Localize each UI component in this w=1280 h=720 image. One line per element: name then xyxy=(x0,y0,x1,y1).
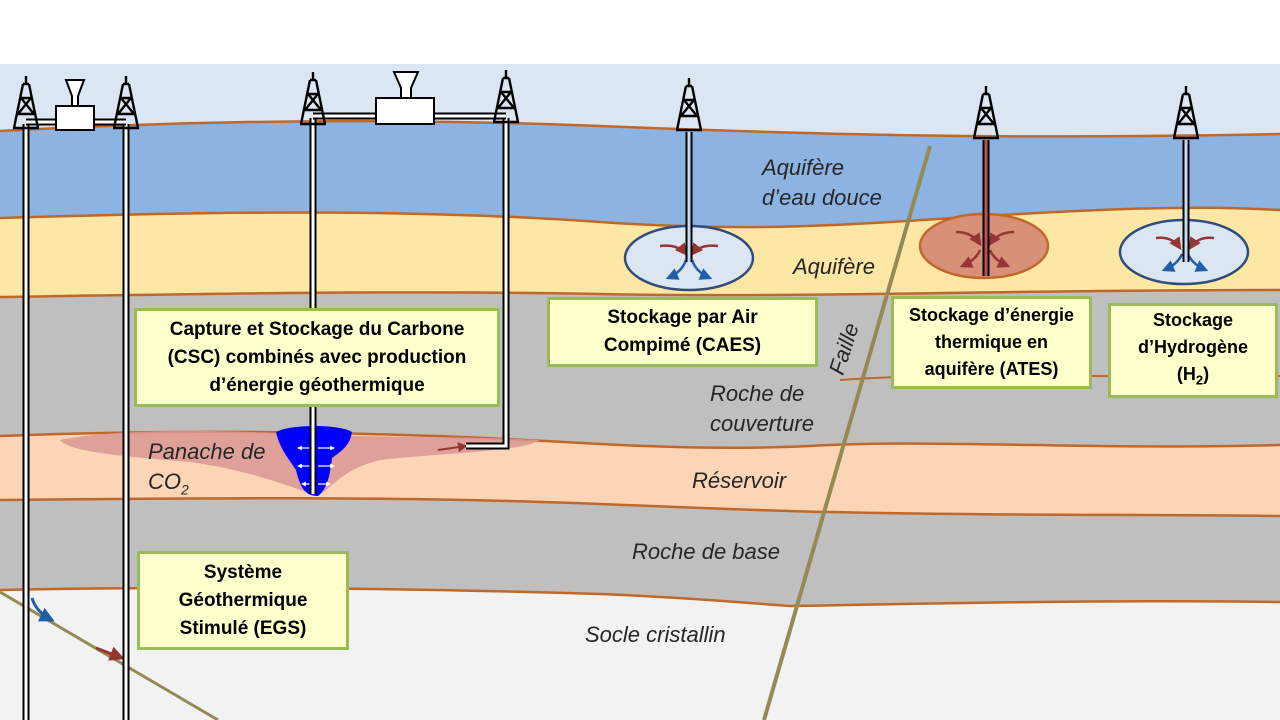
freshwater-aquifer-layer xyxy=(0,121,1280,240)
hydrogen-label-close: ) xyxy=(1203,364,1210,385)
ates-label-text: Stockage d’énergie thermique en aquifère… xyxy=(908,305,1075,379)
egs-label-text: Système Géothermique Stimulé (EGS) xyxy=(178,561,308,639)
egs-surface-plant xyxy=(55,79,95,131)
ates-label-box: Stockage d’énergie thermique en aquifère… xyxy=(891,296,1092,389)
ates-flow-arrows xyxy=(955,230,1015,268)
ccs-label-text: Capture et Stockage du Carbone (CSC) com… xyxy=(167,318,467,396)
reservoir-label: Réservoir xyxy=(692,468,787,493)
hydrogen-label-subscript: 2 xyxy=(1195,372,1204,388)
hydrogen-label-box: Stockage d’Hydrogène (H2) xyxy=(1108,303,1278,398)
aquifer-label: Aquifère xyxy=(793,254,875,279)
co2-formula: CO xyxy=(148,469,181,494)
freshwater-aquifer-label-line2: d’eau douce xyxy=(762,185,882,210)
caes-label-text: Stockage par Air Compimé (CAES) xyxy=(603,307,762,356)
fault-line xyxy=(762,145,932,720)
crystalline-basement-label: Socle cristallin xyxy=(585,622,726,647)
production-arrow xyxy=(437,442,468,453)
caprock-label-line2: couverture xyxy=(710,411,814,436)
freshwater-aquifer-label: Aquifère d’eau douce xyxy=(762,153,882,213)
egs-label-box: Système Géothermique Stimulé (EGS) xyxy=(137,551,349,650)
caprock-label: Roche de couverture xyxy=(710,379,814,439)
egs-wells xyxy=(22,118,130,720)
co2-subscript: 2 xyxy=(181,481,189,498)
hydrogen-label-text: Stockage d’Hydrogène (H2) xyxy=(1138,307,1248,394)
co2-plume-label-line1: Panache de xyxy=(148,439,266,464)
co2-plume-label: Panache de CO2 xyxy=(148,437,265,504)
egs-injection-arrow xyxy=(30,597,55,622)
freshwater-aquifer-label-line1: Aquifère xyxy=(762,155,844,180)
caes-flow-arrows xyxy=(659,242,719,280)
ccs-label-box: Capture et Stockage du Carbone (CSC) com… xyxy=(134,308,500,407)
caprock-label-line1: Roche de xyxy=(710,381,805,406)
layer-boundaries xyxy=(0,119,1280,608)
hydrogen-label-main: Stockage d’Hydrogène (H xyxy=(1137,310,1248,385)
ccs-surface-plant xyxy=(375,71,435,125)
caes-label-box: Stockage par Air Compimé (CAES) xyxy=(547,297,818,367)
egs-production-arrow xyxy=(95,646,125,661)
base-rock-label: Roche de base xyxy=(632,539,780,564)
co2-plume-label-line2: CO2 xyxy=(148,467,265,504)
derricks xyxy=(12,70,1200,140)
